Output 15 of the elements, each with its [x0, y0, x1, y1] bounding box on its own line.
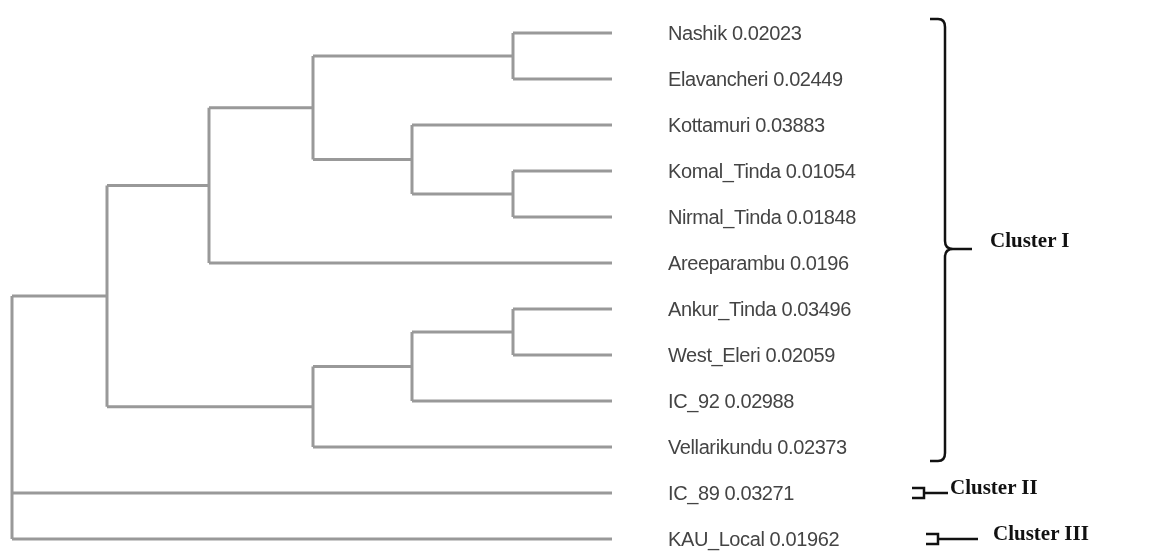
- leaf-label: Ankur_Tinda 0.03496: [668, 297, 851, 322]
- leaf-label: IC_89 0.03271: [668, 481, 795, 506]
- cluster-label: Cluster III: [993, 520, 1089, 546]
- leaf-label: Nirmal_Tinda 0.01848: [668, 205, 857, 230]
- leaf-label: KAU_Local 0.01962: [668, 527, 840, 552]
- leaf-label: Vellarikundu 0.02373: [668, 435, 847, 460]
- leaf-label: Areeparambu 0.0196: [668, 251, 849, 276]
- leaf-label: Kottamuri 0.03883: [668, 113, 825, 138]
- leaf-label: West_Eleri 0.02059: [668, 343, 835, 368]
- cluster-label: Cluster II: [950, 474, 1038, 500]
- cluster-label: Cluster I: [990, 227, 1070, 253]
- leaf-label: Elavancheri 0.02449: [668, 67, 843, 92]
- leaf-label: IC_92 0.02988: [668, 389, 795, 414]
- leaf-label: Komal_Tinda 0.01054: [668, 159, 856, 184]
- leaf-label: Nashik 0.02023: [668, 21, 802, 46]
